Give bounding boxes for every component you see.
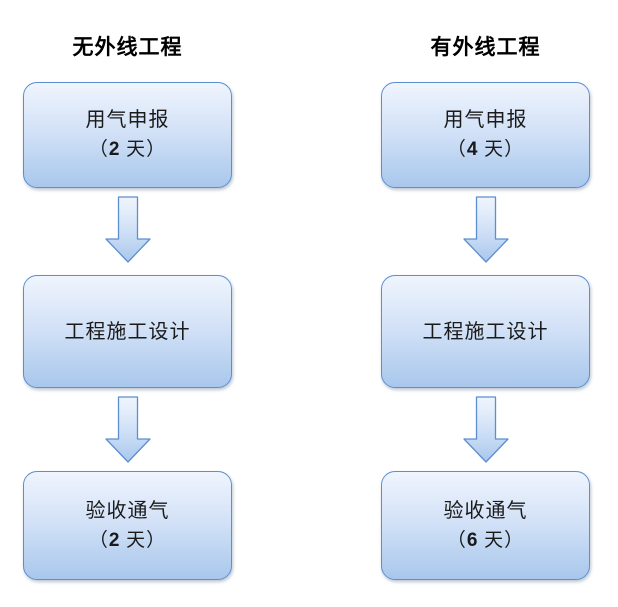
process-node-label: 工程施工设计 <box>422 320 549 343</box>
process-node-duration: （2 天） <box>89 135 166 165</box>
process-node-right-2[interactable]: 工程施工设计 <box>381 275 590 388</box>
down-arrow-icon <box>463 196 509 263</box>
process-node-duration: （2 天） <box>89 526 166 556</box>
duration-open-paren: （ <box>446 529 467 551</box>
column-title-without-external-line: 无外线工程 <box>72 35 183 59</box>
duration-open-paren: （ <box>446 139 467 160</box>
process-node-label: 验收通气 <box>85 499 170 522</box>
connector-arrow-right-1 <box>462 196 510 264</box>
duration-value: 4 <box>466 139 479 160</box>
down-arrow-icon <box>463 396 509 463</box>
process-node-label: 用气申报 <box>85 109 170 131</box>
process-node-label: 验收通气 <box>443 499 528 522</box>
down-arrow-icon <box>105 196 151 263</box>
duration-open-paren: （ <box>88 139 109 160</box>
duration-value: 6 <box>466 529 479 551</box>
process-node-left-1[interactable]: 用气申报 （2 天） <box>23 82 232 188</box>
process-node-left-2[interactable]: 工程施工设计 <box>23 275 232 388</box>
duration-value: 2 <box>108 529 121 551</box>
connector-arrow-left-2 <box>104 396 152 464</box>
duration-value: 2 <box>108 139 121 160</box>
duration-open-paren: （ <box>88 529 109 551</box>
duration-unit: 天） <box>478 139 525 160</box>
process-node-left-3[interactable]: 验收通气 （2 天） <box>23 471 232 580</box>
down-arrow-icon <box>105 396 151 463</box>
duration-unit: 天） <box>120 529 167 551</box>
process-node-duration: （4 天） <box>447 135 524 165</box>
duration-unit: 天） <box>478 529 525 551</box>
process-node-right-1[interactable]: 用气申报 （4 天） <box>381 82 590 188</box>
connector-arrow-left-1 <box>104 196 152 264</box>
connector-arrow-right-2 <box>462 396 510 464</box>
column-title-with-external-line: 有外线工程 <box>430 35 541 59</box>
process-node-label: 工程施工设计 <box>64 320 191 343</box>
process-node-label: 用气申报 <box>443 109 528 131</box>
duration-unit: 天） <box>120 139 167 160</box>
process-node-duration: （6 天） <box>447 526 524 556</box>
process-node-right-3[interactable]: 验收通气 （6 天） <box>381 471 590 580</box>
